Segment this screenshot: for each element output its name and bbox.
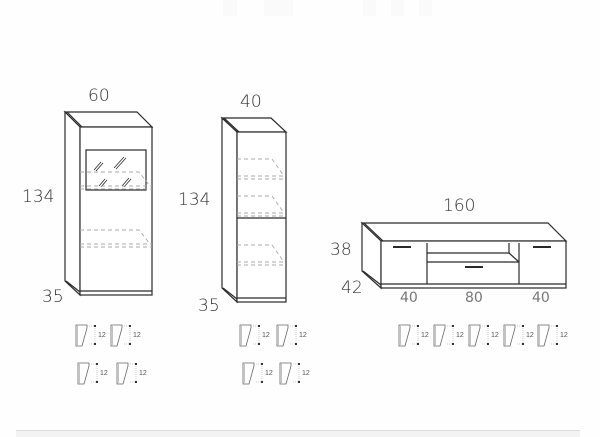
handle-detail-icon: 12 [396,322,430,350]
tv-stand-section-left-label: 40 [400,290,418,306]
handle-detail-icon: 12 [277,360,311,388]
handle-detail-icon: 12 [431,322,465,350]
handle-profile-icon [276,324,297,347]
tv-stand-drawing [360,221,568,290]
toolbar-remnant [363,0,376,16]
handle-detail-icon: 12 [274,322,308,350]
tall-cabinet-height-label: 134 [178,190,211,210]
tv-stand-height-label: 38 [330,240,352,260]
handle-profile-icon [116,362,137,385]
handle-profile-icon [77,362,98,385]
handle-detail-icon: 12 [466,322,500,350]
handle-detail-icon: 12 [535,322,569,350]
handle-profile-icon [279,362,300,385]
handle-profile-icon [503,324,524,347]
handle-profile-icon [110,324,131,347]
toolbar-remnant [419,0,432,16]
handle-dimension-label: 12 [299,332,307,339]
handle-detail-icon: 12 [73,322,107,350]
handle-dimension-label: 12 [302,370,310,377]
handle-detail-icon: 12 [75,360,109,388]
handle-dimension-label: 12 [133,332,141,339]
handle-profile-icon [242,362,263,385]
handle-dimension-label: 12 [265,370,273,377]
handle-dimension-label: 12 [139,370,147,377]
handle-profile-icon [468,324,489,347]
toolbar-remnant [223,0,237,16]
status-bar [16,430,580,437]
toolbar-remnant [391,0,404,16]
handle-dimension-label: 12 [560,332,568,339]
tv-stand-section-middle-label: 80 [465,290,483,306]
handle-dimension-label: 12 [262,332,270,339]
handle-dimension-label: 12 [421,332,429,339]
toolbar-remnant [264,0,293,16]
tv-stand-section-right-label: 40 [532,290,550,306]
handle-detail-icon: 12 [108,322,142,350]
vitrine-depth-label: 35 [42,287,64,307]
handle-profile-icon [239,324,260,347]
vitrine-height-label: 134 [22,187,55,207]
handle-dimension-label: 12 [526,332,534,339]
handle-profile-icon [75,324,96,347]
handle-dimension-label: 12 [98,332,106,339]
handle-detail-icon: 12 [114,360,148,388]
handle-dimension-label: 12 [491,332,499,339]
tv-stand-depth-label: 42 [341,278,363,298]
vitrine-drawing [63,110,154,297]
tv-stand-width-label: 160 [443,196,476,216]
handle-detail-icon: 12 [240,360,274,388]
handle-profile-icon [398,324,419,347]
tall-cabinet-drawing [220,116,288,304]
tall-cabinet-width-label: 40 [240,92,262,112]
handle-dimension-label: 12 [456,332,464,339]
handle-profile-icon [537,324,558,347]
tall-cabinet-depth-label: 35 [198,296,220,316]
handle-dimension-label: 12 [100,370,108,377]
handle-detail-icon: 12 [501,322,535,350]
handle-profile-icon [433,324,454,347]
vitrine-width-label: 60 [88,86,110,106]
handle-detail-icon: 12 [237,322,271,350]
